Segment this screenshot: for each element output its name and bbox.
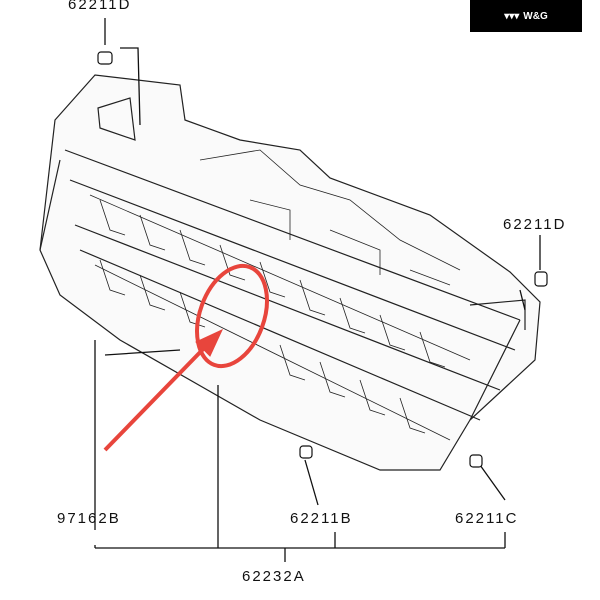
- callout-62211c: 62211C: [455, 510, 519, 527]
- callout-62211d-top: 62211D: [68, 0, 132, 13]
- leader-lines: [94, 18, 541, 562]
- logo-text: W&G: [523, 10, 548, 22]
- callout-62211b: 62211B: [290, 510, 353, 527]
- callout-62211d-right: 62211D: [503, 216, 567, 233]
- logo-mark-icon: ▾▾▾: [504, 10, 520, 22]
- brand-logo: ▾▾▾ W&G: [470, 0, 582, 32]
- grille-assembly: [39, 74, 541, 471]
- highlight-circle: [195, 263, 269, 369]
- callout-62232a: 62232A: [242, 568, 306, 585]
- highlight-arrow: [103, 338, 214, 452]
- callout-97162b: 97162B: [57, 510, 121, 527]
- highlight-marker: [103, 263, 269, 452]
- clip-fasteners: [97, 51, 548, 468]
